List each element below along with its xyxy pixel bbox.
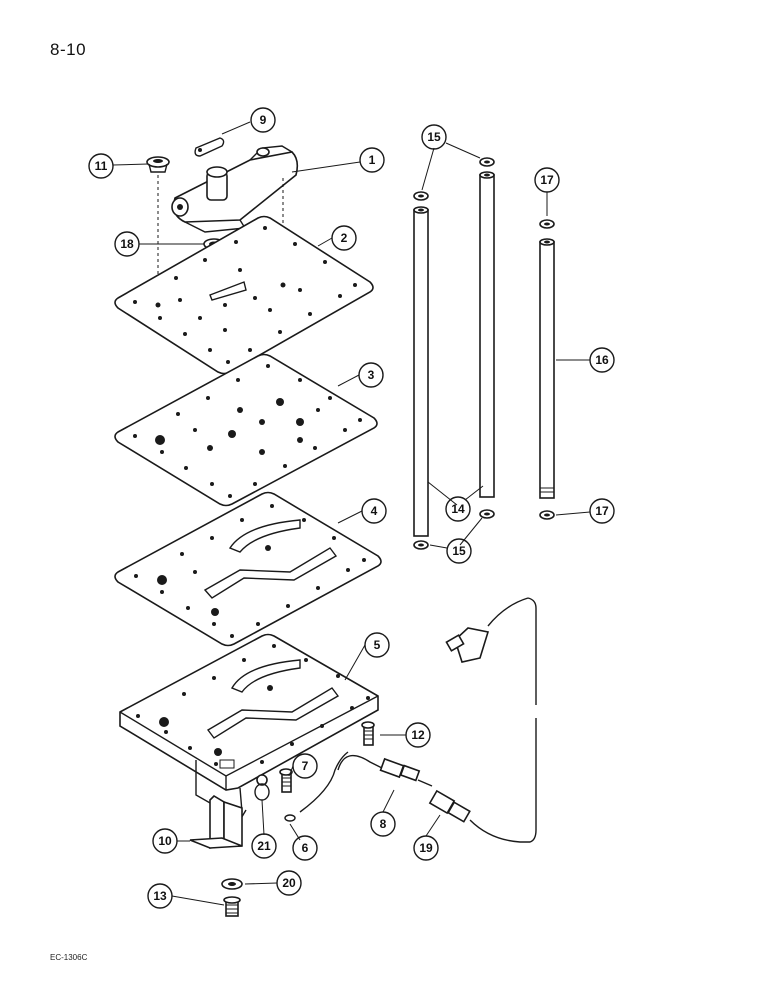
callout-5: 5 [364, 632, 390, 658]
svg-text:17: 17 [595, 504, 609, 518]
callout-6: 6 [292, 835, 318, 861]
callout-13: 13 [147, 883, 173, 909]
callout-21: 21 [251, 833, 277, 859]
svg-text:6: 6 [302, 841, 309, 855]
callout-17-bottom: 17 [589, 498, 615, 524]
callout-15-top: 15 [421, 124, 447, 150]
valve-assembly [171, 145, 299, 233]
callout-19: 19 [413, 835, 439, 861]
separator-plate [114, 353, 378, 507]
gasket-plate-lower [114, 491, 382, 647]
callout-11: 11 [88, 153, 114, 179]
bracket [189, 794, 243, 849]
svg-text:12: 12 [411, 728, 425, 742]
svg-text:7: 7 [302, 759, 309, 773]
svg-text:1: 1 [369, 153, 376, 167]
callout-14: 14 [445, 496, 471, 522]
o-ring-small [254, 783, 270, 801]
callout-9: 9 [250, 107, 276, 133]
washer [221, 878, 243, 890]
svg-text:20: 20 [282, 876, 296, 890]
svg-text:19: 19 [419, 841, 433, 855]
callout-8: 8 [370, 811, 396, 837]
svg-text:5: 5 [374, 638, 381, 652]
svg-text:15: 15 [427, 130, 441, 144]
svg-text:9: 9 [260, 113, 267, 127]
svg-text:10: 10 [158, 834, 172, 848]
svg-text:14: 14 [451, 502, 465, 516]
svg-text:8: 8 [380, 817, 387, 831]
o-rings [413, 157, 555, 550]
svg-text:15: 15 [452, 544, 466, 558]
callout-18: 18 [114, 231, 140, 257]
callout-17-top: 17 [534, 167, 560, 193]
sensor [337, 754, 433, 787]
svg-text:16: 16 [595, 353, 609, 367]
bolt-lower [223, 896, 241, 917]
leader-lines [112, 121, 591, 906]
callout-7: 7 [292, 753, 318, 779]
plug [146, 156, 170, 173]
callout-15-bottom: 15 [446, 538, 472, 564]
clip [194, 137, 225, 157]
tube-left [413, 206, 429, 537]
callout-16: 16 [589, 347, 615, 373]
callout-20: 20 [276, 870, 302, 896]
svg-text:2: 2 [341, 231, 348, 245]
svg-text:11: 11 [95, 159, 108, 173]
tube-middle [479, 171, 495, 498]
wiring-harness [428, 597, 537, 843]
gasket-plate-top [114, 215, 374, 375]
callout-12: 12 [405, 722, 431, 748]
bolt-upper [361, 721, 375, 746]
svg-text:21: 21 [257, 839, 271, 853]
callout-3: 3 [358, 362, 384, 388]
callout-10: 10 [152, 828, 178, 854]
svg-text:4: 4 [371, 504, 378, 518]
callout-4: 4 [361, 498, 387, 524]
svg-text:18: 18 [120, 237, 134, 251]
svg-text:13: 13 [153, 889, 167, 903]
tube-right [539, 238, 555, 499]
callout-1: 1 [359, 147, 385, 173]
o-ring-sensor-end [284, 751, 349, 822]
page-number: 8-10 [50, 40, 87, 59]
callout-2: 2 [331, 225, 357, 251]
bolt-mid [279, 768, 293, 793]
figure-code: EC-1306C [50, 953, 88, 962]
svg-text:3: 3 [368, 368, 375, 382]
svg-text:17: 17 [540, 173, 554, 187]
valve-body [119, 633, 379, 821]
